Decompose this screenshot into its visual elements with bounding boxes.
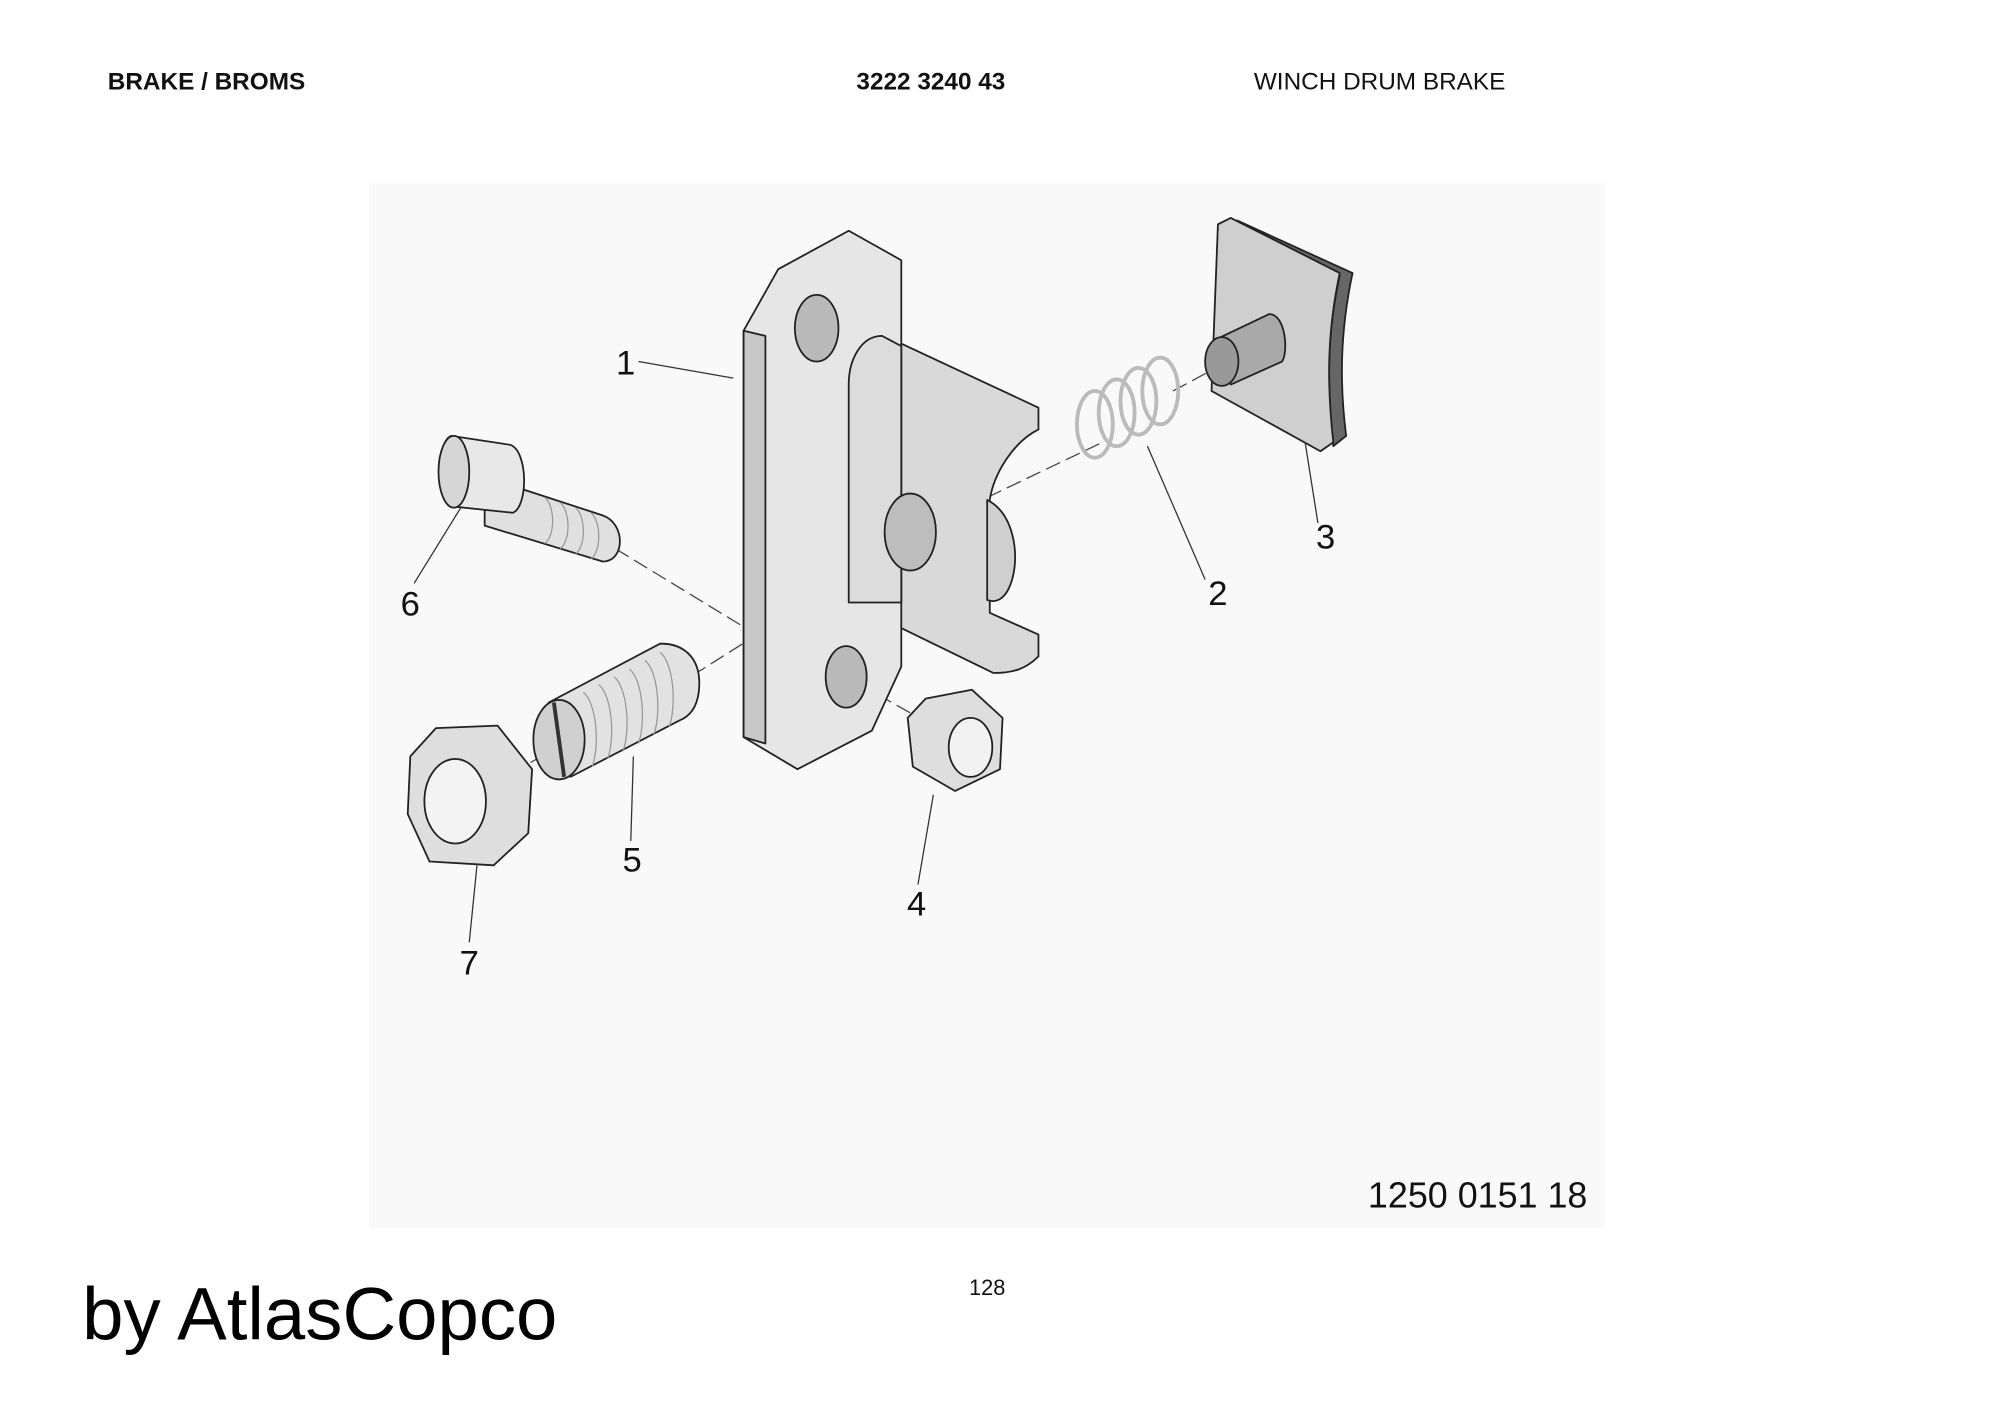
callout-4: 4: [907, 885, 926, 923]
leader-line-3: [1304, 442, 1319, 524]
callout-6: 6: [401, 585, 420, 623]
leader-line-4: [917, 794, 934, 885]
section-title: BRAKE / BROMS: [108, 69, 305, 96]
cap-screw-part-6: [437, 434, 621, 563]
leader-line-5: [630, 756, 635, 841]
brake-pad-part-3: [1204, 217, 1354, 453]
threaded-hole: [883, 492, 937, 572]
mounting-hole: [824, 645, 868, 709]
part-number: 3222 3240 43: [856, 69, 1005, 96]
callout-3: 3: [1316, 519, 1335, 557]
drawing-number: 1250 0151 18: [1368, 1176, 1587, 1216]
mounting-hole: [793, 293, 840, 363]
hex-nut-part-4: [906, 688, 1004, 792]
assembly-title: WINCH DRUM BRAKE: [1254, 69, 1506, 96]
leader-line-7: [468, 865, 478, 943]
set-screw-part-5: [532, 642, 701, 781]
exploded-view-illustration: 1 2 3 4 5 6 7 1250 0151 18: [369, 183, 1606, 1229]
callout-5: 5: [622, 842, 641, 880]
callout-1: 1: [616, 344, 635, 382]
brake-bracket-part-1: [742, 229, 1040, 771]
leader-line-6: [413, 506, 463, 584]
callout-2: 2: [1208, 575, 1227, 613]
page-number: 128: [969, 1275, 1005, 1300]
spring-part-2: [1074, 355, 1181, 460]
assembly-axis-line: [615, 548, 751, 632]
leader-line-1: [638, 360, 734, 379]
leader-line-2: [1146, 445, 1206, 580]
lock-nut-part-7: [406, 724, 533, 867]
brand-watermark: by AtlasCopco: [82, 1273, 557, 1356]
callout-7: 7: [460, 944, 479, 982]
